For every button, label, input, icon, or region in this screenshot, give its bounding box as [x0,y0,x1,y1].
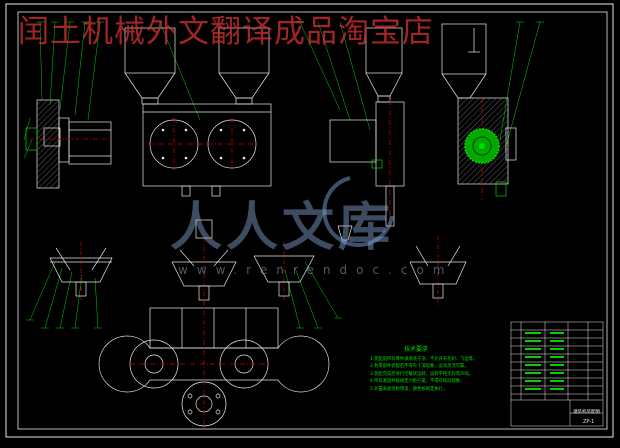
watermark-logo-swirl [322,176,394,247]
drawing-name: 灌装机装配图 [573,410,600,415]
side-view-motor [25,99,112,189]
gear-hopper-section [441,23,517,200]
dual-rotor-housing [142,103,272,197]
note-line: 4.所有紧固件按规定力矩拧紧，不得有松动现象。 [370,379,465,385]
technical-notes-title: 技术要求 [404,346,429,353]
note-line: 5.外露表面涂防锈漆，颜色按规定执行。 [370,386,448,392]
valve-bodies-row [49,219,467,306]
note-line: 2.各零部件装配后不得有卡滞现象，运动灵活可靠。 [370,364,469,370]
parts-list-cell-marks [525,332,564,390]
drawing-number: ZP-1 [583,419,595,425]
hopper-pair [124,27,270,105]
note-line: 3.装配完成后进行空载试运转，运转平稳无异常声响。 [370,371,473,377]
inner-border [17,11,608,430]
parts-list-table [510,321,604,427]
leader-ticks [26,21,544,329]
watermark-logo-text: 人人文库 [170,197,395,258]
single-hopper-side [329,27,405,230]
bottom-assembly [98,300,330,430]
metering-gear [464,128,500,164]
outer-border [5,3,614,438]
watermark-banner: 闰土机械外文翻译成品淘宝店 [18,14,434,50]
watermark-url: www.renrendoc.com [178,263,454,277]
note-line: 1.装配前所有零件须清洗干净，不允许有毛刺、飞边等。 [370,357,478,362]
technical-notes: 1.装配前所有零件须清洗干净，不允许有毛刺、飞边等。 2.各零部件装配后不得有卡… [370,356,510,393]
